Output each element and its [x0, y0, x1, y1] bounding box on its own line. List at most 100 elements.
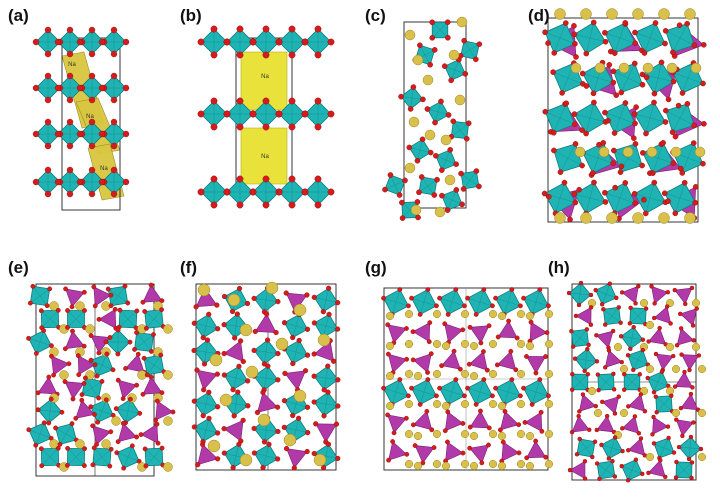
tetrahedron	[497, 320, 518, 339]
oxygen-atom	[576, 302, 582, 308]
tetrahedron	[575, 306, 592, 326]
octahedron-edge	[656, 395, 672, 413]
sodium-atom	[245, 365, 259, 379]
oxygen-atom	[82, 308, 87, 313]
oxygen-atom	[543, 454, 549, 460]
sodium-atom	[658, 8, 670, 20]
oxygen-atom	[447, 147, 454, 153]
oxygen-atom	[39, 463, 45, 469]
oxygen-atom	[301, 188, 309, 196]
oxygen-atom	[381, 295, 386, 301]
octahedron-edge	[323, 392, 329, 416]
oxygen-atom	[88, 404, 94, 410]
oxygen-atom	[692, 184, 699, 190]
oxygen-atom	[589, 170, 596, 176]
oxygen-atom	[427, 149, 434, 156]
oxygen-atom	[210, 175, 218, 183]
oxygen-atom	[290, 334, 296, 341]
oxygen-atom	[478, 340, 484, 346]
oxygen-atom	[662, 28, 669, 34]
octahedron-edge	[608, 437, 616, 459]
oxygen-atom	[221, 322, 227, 328]
oxygen-atom	[621, 387, 627, 392]
oxygen-atom	[236, 175, 244, 183]
oxygen-atom	[125, 300, 131, 306]
oxygen-atom	[275, 377, 281, 383]
sodium-atom	[408, 116, 420, 128]
oxygen-atom	[320, 465, 327, 471]
oxygen-atom	[513, 367, 519, 373]
oxygen-atom	[230, 387, 236, 393]
tetrahedron	[37, 376, 58, 395]
oxygen-atom	[675, 102, 682, 109]
oxygen-atom	[409, 385, 414, 391]
sodium-atom	[488, 429, 498, 439]
tetrahedron	[571, 415, 590, 433]
oxygen-atom	[223, 188, 231, 196]
oxygen-atom	[611, 130, 618, 136]
oxygen-atom	[646, 339, 651, 344]
oxygen-atom	[433, 152, 439, 159]
sodium-atom	[488, 309, 498, 319]
oxygen-atom	[416, 189, 422, 196]
oxygen-atom	[684, 101, 691, 107]
oxygen-atom	[571, 111, 578, 117]
oxygen-atom	[311, 399, 317, 405]
tetrahedron	[195, 287, 218, 308]
oxygen-atom	[201, 361, 208, 367]
oxygen-atom	[314, 201, 322, 209]
sodium-atom	[574, 146, 586, 158]
oxygen-atom	[110, 26, 118, 34]
oxygen-atom	[670, 160, 676, 166]
oxygen-atom	[33, 351, 39, 356]
oxygen-atom	[457, 366, 463, 372]
oxygen-atom	[44, 96, 52, 104]
sodium-atom	[691, 298, 701, 308]
oxygen-atom	[76, 84, 84, 92]
tetrahedron	[387, 414, 407, 434]
oxygen-atom	[502, 409, 508, 414]
oxygen-atom	[122, 178, 130, 186]
oxygen-atom	[108, 303, 114, 309]
oxygen-atom	[567, 216, 573, 223]
oxygen-atom	[153, 417, 159, 423]
oxygen-atom	[616, 305, 621, 310]
oxygen-atom	[320, 309, 326, 315]
oxygen-atom	[311, 320, 318, 326]
oxygen-atom	[32, 178, 40, 186]
oxygen-atom	[321, 413, 327, 419]
oxygen-atom	[66, 361, 72, 367]
oxygen-atom	[641, 50, 648, 56]
tetrahedron	[648, 327, 667, 345]
octahedron-edge	[614, 182, 626, 214]
oxygen-atom	[290, 412, 296, 419]
oxygen-atom	[700, 160, 706, 167]
oxygen-atom	[76, 38, 84, 46]
oxygen-atom	[47, 286, 53, 292]
oxygen-atom	[62, 346, 68, 352]
oxygen-atom	[154, 421, 160, 427]
octahedron-edge	[463, 170, 477, 190]
sodium-atom	[488, 339, 498, 349]
oxygen-atom	[283, 290, 289, 296]
sodium-atom	[619, 408, 629, 418]
oxygen-atom	[261, 439, 268, 445]
oxygen-atom	[76, 178, 84, 186]
oxygen-atom	[262, 201, 270, 209]
oxygen-atom	[264, 337, 271, 343]
oxygen-atom	[214, 371, 220, 377]
sodium-atom	[257, 413, 271, 427]
oxygen-atom	[674, 417, 679, 422]
sodium-atom	[460, 429, 470, 439]
sodium-atom	[432, 339, 442, 349]
oxygen-atom	[574, 452, 580, 457]
oxygen-atom	[35, 390, 41, 396]
oxygen-atom	[149, 349, 154, 354]
sodium-atom	[646, 146, 658, 158]
oxygen-atom	[144, 325, 149, 331]
sodium-atom	[424, 129, 436, 141]
oxygen-atom	[96, 316, 102, 322]
oxygen-atom	[672, 287, 677, 293]
octahedron-edge	[123, 445, 133, 469]
oxygen-atom	[108, 292, 114, 298]
